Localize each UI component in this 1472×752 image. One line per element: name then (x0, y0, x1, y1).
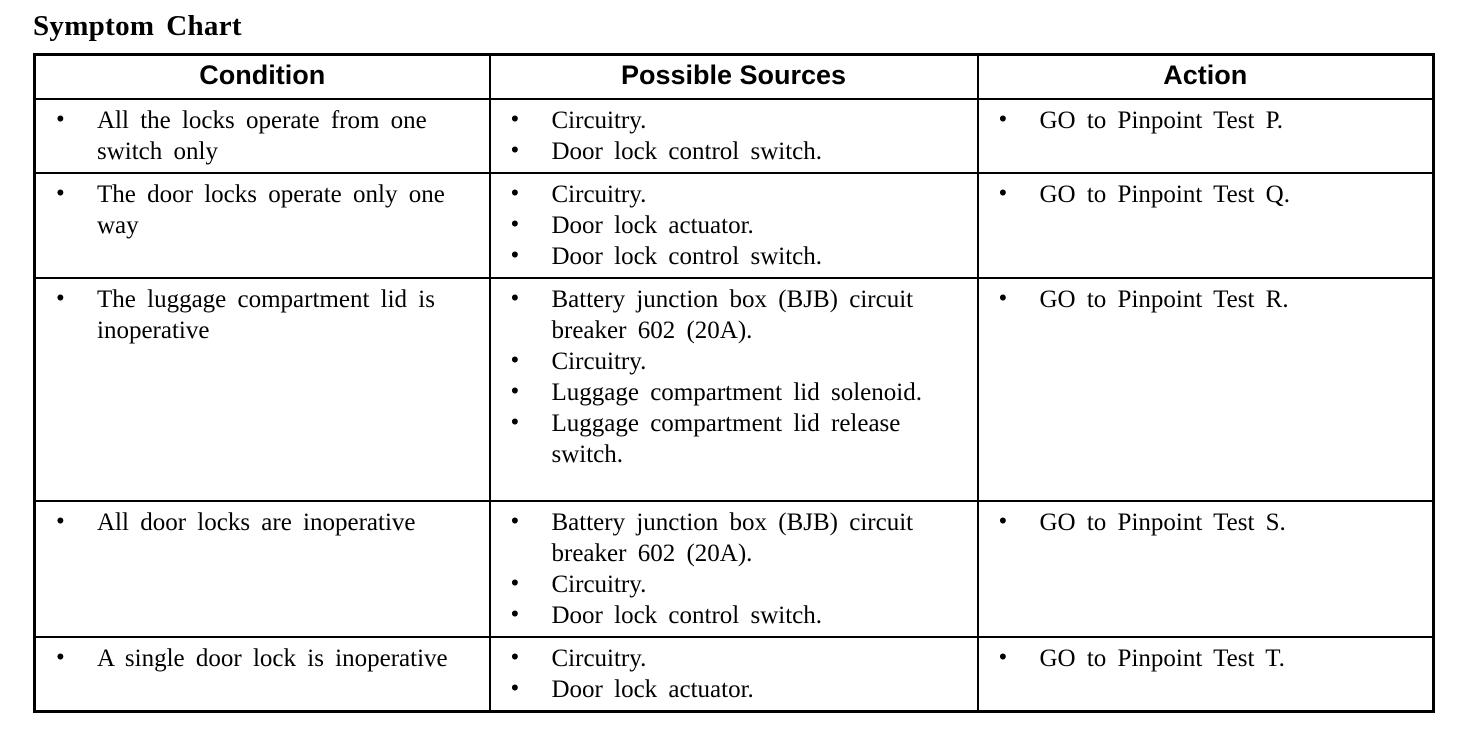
bullet-item-text: All door locks are inoperative (97, 508, 416, 536)
bullet-item-text: Door lock actuator. (551, 675, 754, 703)
bullet-list-item: • GO to Pinpoint Test P. (979, 105, 1413, 136)
bullet-icon: • (510, 674, 520, 702)
bullet-list-item: • The luggage compartment lid is inoperat… (36, 284, 469, 346)
bullet-icon: • (510, 179, 520, 207)
bullet-list-item: • Luggage compartment lid solenoid. (491, 377, 957, 408)
bullet-list-item: • Battery junction box (BJB) circuit brea… (491, 507, 957, 569)
bullet-icon: • (510, 136, 520, 164)
bullet-icon: • (56, 284, 65, 312)
bullet-icon: • (998, 179, 1008, 207)
bullet-icon: • (998, 643, 1008, 671)
bullet-icon: • (510, 643, 520, 671)
sources-cell: • Circuitry. • Door lock control switch. (488, 97, 979, 174)
bullet-item-text: GO to Pinpoint Test R. (1039, 285, 1289, 313)
bullet-item-text: Circuitry. (551, 180, 647, 208)
bullet-icon: • (56, 105, 65, 133)
bullet-icon: • (510, 569, 520, 597)
bullet-item-text: Door lock control switch. (551, 137, 823, 165)
bullet-list-item: • GO to Pinpoint Test Q. (979, 179, 1413, 210)
bullet-icon: • (510, 600, 520, 628)
bullet-item-text: Circuitry. (551, 644, 647, 672)
action-cell: • GO to Pinpoint Test S. (976, 499, 1435, 638)
column-header-possible-sources: Possible Sources (488, 53, 979, 100)
bullet-item-text: Door lock control switch. (551, 242, 823, 270)
bullet-item-text: Circuitry. (551, 347, 647, 375)
action-cell: • GO to Pinpoint Test R. (976, 276, 1435, 502)
bullet-icon: • (510, 210, 520, 238)
bullet-icon: • (998, 507, 1008, 535)
bullet-item-text: Circuitry. (551, 570, 647, 598)
bullet-list-item: • Door lock control switch. (491, 600, 957, 631)
bullet-list-item: • Door lock actuator. (491, 210, 957, 241)
table-row: • The door locks operate only one way • Cir… (33, 171, 1435, 279)
bullet-icon: • (56, 179, 65, 207)
bullet-icon: • (56, 507, 65, 535)
bullet-list-item: • Circuitry. (491, 105, 957, 136)
bullet-list-item: • GO to Pinpoint Test S. (979, 507, 1413, 538)
bullet-icon: • (510, 377, 520, 405)
bullet-item-text: GO to Pinpoint Test T. (1039, 644, 1285, 672)
bullet-item-text: The door locks operate only one way (97, 180, 445, 239)
bullet-list-item: • All door locks are inoperative (36, 507, 469, 538)
condition-cell: • All the locks operate from one switch o… (33, 97, 491, 174)
table-row: • All door locks are inoperative • Battery … (33, 499, 1435, 638)
bullet-list-item: • Door lock actuator. (491, 674, 957, 705)
bullet-list-item: • Circuitry. (491, 346, 957, 377)
sources-cell: • Battery junction box (BJB) circuit brea… (488, 276, 979, 502)
bullet-item-text: GO to Pinpoint Test Q. (1039, 180, 1290, 208)
condition-cell: • A single door lock is inoperative (33, 635, 491, 712)
bullet-list-item: • Circuitry. (491, 643, 957, 674)
bullet-icon: • (56, 643, 65, 671)
condition-cell: • All door locks are inoperative (33, 499, 491, 638)
bullet-icon: • (510, 346, 520, 374)
bullet-item-text: GO to Pinpoint Test P. (1039, 106, 1284, 134)
bullet-item-text: All the locks operate from one switch on… (97, 106, 427, 165)
bullet-list-item: • All the locks operate from one switch o… (36, 105, 469, 167)
bullet-list-item: • A single door lock is inoperative (36, 643, 469, 674)
action-cell: • GO to Pinpoint Test Q. (976, 171, 1435, 279)
bullet-item-text: Luggage compartment lid solenoid. (551, 378, 922, 406)
bullet-list-item: • Circuitry. (491, 179, 957, 210)
bullet-list-item: • Door lock control switch. (491, 241, 957, 272)
bullet-item-text: Door lock actuator. (551, 211, 754, 239)
bullet-item-text: Circuitry. (551, 106, 647, 134)
sources-cell: • Circuitry. • Door lock actuator. • Door loc… (488, 171, 979, 279)
action-cell: • GO to Pinpoint Test P. (976, 97, 1435, 174)
bullet-item-text: The luggage compartment lid is inoperati… (97, 285, 435, 344)
bullet-icon: • (510, 105, 520, 133)
bullet-list-item: • GO to Pinpoint Test R. (979, 284, 1413, 315)
bullet-icon: • (510, 408, 520, 436)
bullet-item-text: Battery junction box (BJB) circuit break… (551, 285, 914, 344)
table-body: • All the locks operate from one switch o… (33, 97, 1435, 712)
bullet-icon: • (998, 284, 1008, 312)
sources-cell: • Battery junction box (BJB) circuit brea… (488, 499, 979, 638)
bullet-list-item: • The door locks operate only one way (36, 179, 469, 241)
page-title: Symptom Chart (33, 10, 242, 42)
column-header-condition: Condition (33, 53, 491, 100)
bullet-item-text: GO to Pinpoint Test S. (1039, 508, 1286, 536)
column-header-action: Action (976, 53, 1435, 100)
sources-cell: • Circuitry. • Door lock actuator. (488, 635, 979, 712)
action-cell: • GO to Pinpoint Test T. (976, 635, 1435, 712)
table-header-row: Condition Possible Sources Action (33, 53, 1435, 100)
bullet-list-item: • Battery junction box (BJB) circuit brea… (491, 284, 957, 346)
bullet-item-text: A single door lock is inoperative (97, 644, 448, 672)
bullet-icon: • (998, 105, 1008, 133)
bullet-list-item: • Luggage compartment lid release switch. (491, 408, 957, 470)
condition-cell: • The luggage compartment lid is inoperat… (33, 276, 491, 502)
bullet-list-item: • GO to Pinpoint Test T. (979, 643, 1413, 674)
table-row: • The luggage compartment lid is inoperat… (33, 276, 1435, 502)
bullet-list-item: • Circuitry. (491, 569, 957, 600)
table-row: • All the locks operate from one switch o… (33, 97, 1435, 174)
bullet-icon: • (510, 241, 520, 269)
bullet-icon: • (510, 507, 520, 535)
bullet-item-text: Battery junction box (BJB) circuit break… (551, 508, 914, 567)
bullet-list-item: • Door lock control switch. (491, 136, 957, 167)
bullet-item-text: Door lock control switch. (551, 601, 823, 629)
table-row: • A single door lock is inoperative • Circu… (33, 635, 1435, 712)
bullet-icon: • (510, 284, 520, 312)
condition-cell: • The door locks operate only one way (33, 171, 491, 279)
bullet-item-text: Luggage compartment lid release switch. (551, 409, 901, 468)
symptom-chart-table: Condition Possible Sources Action • All t… (33, 53, 1435, 713)
